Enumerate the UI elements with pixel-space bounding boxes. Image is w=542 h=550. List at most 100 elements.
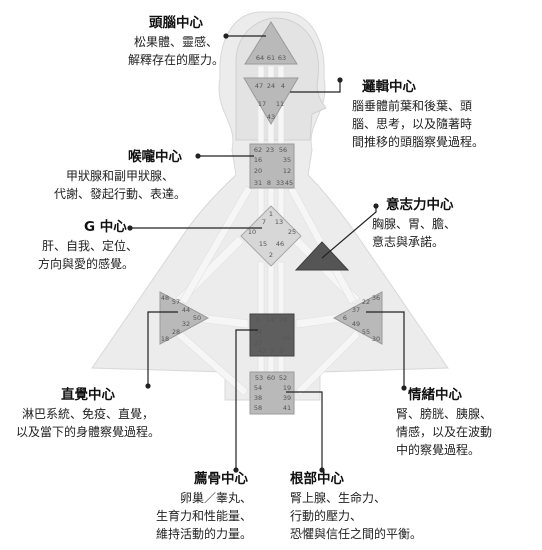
gate-31: 31 (254, 179, 262, 187)
label-solar-title: 情緒中心 (408, 387, 462, 403)
gate-38: 38 (254, 394, 262, 402)
gate-30: 30 (372, 335, 380, 343)
solar-center (332, 291, 383, 345)
leader-lines (127, 33, 407, 473)
gate-60: 60 (267, 374, 275, 382)
label-solar-line: 情感，以及在波動 (396, 425, 493, 439)
gate-27: 27 (254, 339, 262, 347)
label-will-line: 意志與承諾。 (372, 235, 445, 249)
gate-16: 16 (254, 156, 262, 164)
gate-9: 9 (280, 347, 284, 355)
gate-28: 28 (172, 328, 180, 336)
leader-ajna (290, 80, 341, 93)
sacral-gates: 5 14 29 34 27 59 42 3 9 (254, 316, 291, 355)
gate-57: 57 (172, 298, 180, 306)
gate-1: 1 (269, 210, 273, 218)
label-throat-line: 甲狀腺和副甲狀腺、 (66, 169, 175, 183)
label-spleen-line: 以及當下的身體察覺過程。 (16, 425, 161, 439)
gate-53: 53 (255, 374, 263, 382)
gate-26: 26 (310, 256, 318, 264)
gate-32: 32 (182, 320, 190, 328)
gate-43: 43 (267, 113, 275, 121)
label-ajna: 邏輯中心 腦垂體前葉和後葉、頭 腦、思考，以及隨著時 間推移的頭腦察覺過程。 (352, 78, 484, 151)
label-g: G 中心 肝、自我、定位、 方向與愛的感覺。 (38, 218, 138, 273)
gate-63: 63 (278, 54, 286, 62)
gate-13: 13 (275, 218, 283, 226)
gate-18: 18 (161, 335, 169, 343)
gate-12: 12 (283, 167, 291, 175)
gate-52: 52 (279, 374, 287, 382)
label-spleen: 直覺中心 淋巴系統、免疫、直覺， 以及當下的身體察覺過程。 (16, 386, 160, 441)
gate-50: 50 (193, 314, 201, 322)
gate-22: 22 (362, 298, 370, 306)
head-center (244, 21, 298, 65)
gate-41: 41 (283, 404, 291, 412)
gate-39: 39 (283, 394, 291, 402)
will-gates: 21 26 51 40 (310, 248, 341, 269)
gate-54: 54 (254, 384, 262, 392)
label-throat-title: 喉嚨中心 (128, 149, 183, 165)
sacral-center (249, 313, 295, 357)
label-solar-line: 中的察覺過程。 (396, 443, 481, 457)
gate-4: 4 (281, 82, 285, 90)
label-root-line: 恐懼與信任之間的平衡。 (290, 527, 423, 541)
g-center (240, 205, 302, 267)
label-g-line: 方向與愛的感覺。 (38, 257, 135, 271)
gate-42: 42 (258, 347, 266, 355)
label-throat-line: 代謝、發起行動、表達。 (54, 187, 187, 201)
gate-36: 36 (372, 294, 380, 302)
gate-34: 34 (254, 328, 262, 336)
label-ajna-title: 邏輯中心 (362, 79, 416, 95)
label-root-title: 根部中心 (290, 471, 344, 487)
gate-29: 29 (279, 316, 287, 324)
gate-35: 35 (283, 156, 291, 164)
spleen-center (159, 291, 210, 345)
will-center (294, 241, 350, 271)
gate-56: 56 (279, 146, 287, 154)
leader-solar (366, 311, 405, 388)
head-gates: 64 61 63 (256, 54, 286, 62)
gate-58: 58 (254, 404, 262, 412)
gate-51: 51 (322, 256, 330, 264)
gate-33: 33 (276, 179, 284, 187)
throat-center (249, 143, 295, 189)
label-root-line: 行動的壓力、 (290, 509, 363, 523)
label-solar: 情緒中心 腎、膀胱、胰腺、 情感，以及在波動 中的察覺過程。 (396, 386, 492, 459)
gate-15: 15 (259, 240, 267, 248)
g-gates: 1 7 13 10 25 15 46 2 (248, 210, 296, 259)
gate-37: 37 (352, 306, 360, 314)
label-sacral-line: 卵巢／睾丸、 (180, 491, 253, 505)
label-spleen-title: 直覺中心 (61, 387, 115, 403)
label-ajna-line: 腦、思考，以及隨著時 (352, 117, 473, 131)
gate-40: 40 (333, 261, 341, 269)
leader-spleen (147, 311, 178, 386)
label-ajna-line: 間推移的頭腦察覺過程。 (352, 135, 485, 149)
gate-61: 61 (267, 54, 275, 62)
gate-5: 5 (256, 316, 260, 324)
gate-7: 7 (262, 218, 266, 226)
throat-gates: 62 23 56 16 35 20 12 31 8 33 45 (254, 146, 293, 187)
root-center (249, 371, 295, 415)
gate-59: 59 (283, 334, 291, 342)
ajna-gates: 47 24 4 17 11 43 (255, 82, 285, 121)
gate-25: 25 (288, 228, 296, 236)
gate-21: 21 (318, 248, 326, 256)
gate-44: 44 (182, 306, 190, 314)
gate-24: 24 (267, 82, 275, 90)
gate-8: 8 (267, 179, 271, 187)
label-head: 頭腦中心 松果體、靈感、 解釋存在的壓力。 (128, 14, 224, 69)
label-g-title: G 中心 (84, 219, 127, 235)
gate-10: 10 (248, 228, 256, 236)
label-root: 根部中心 腎上腺、生命力、 行動的壓力、 恐懼與信任之間的平衡。 (290, 470, 422, 543)
label-sacral-line: 生育力和性能量、 (156, 509, 253, 523)
gate-2: 2 (269, 251, 273, 259)
gate-48: 48 (161, 294, 169, 302)
label-root-line: 腎上腺、生命力、 (290, 491, 387, 505)
gate-6: 6 (343, 314, 347, 322)
gate-11: 11 (276, 100, 284, 108)
label-head-line: 松果體、靈感、 (134, 35, 219, 49)
label-g-line: 肝、自我、定位、 (42, 239, 139, 253)
gate-45: 45 (285, 179, 293, 187)
gate-19: 19 (283, 384, 291, 392)
